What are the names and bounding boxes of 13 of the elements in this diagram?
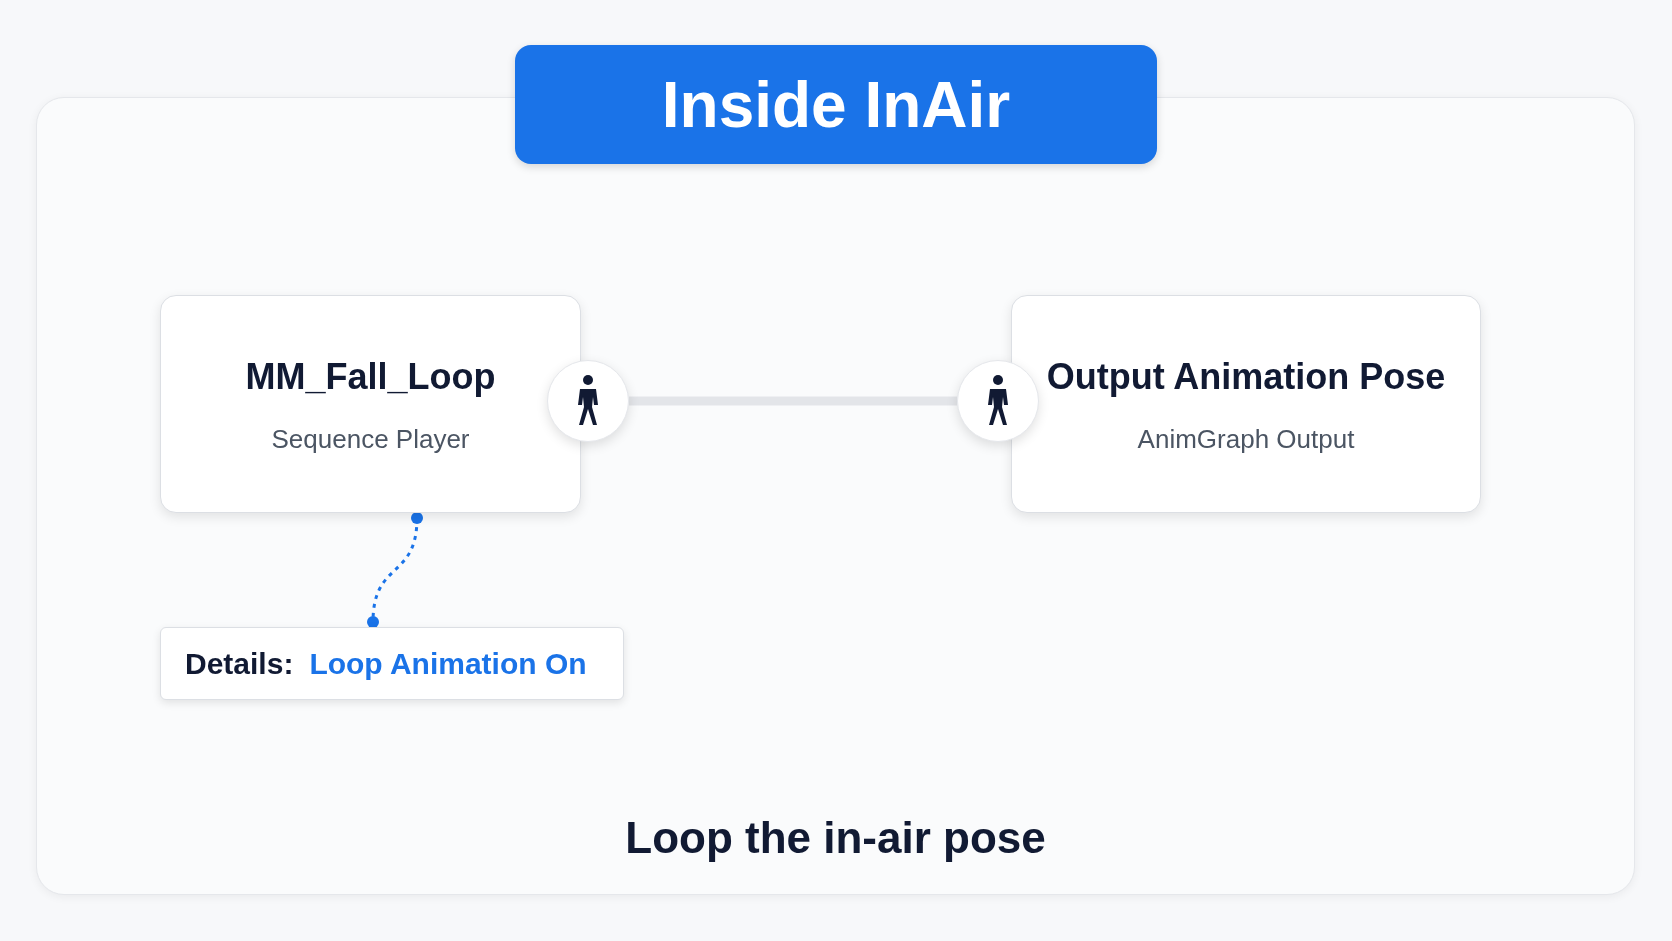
node-card	[160, 295, 581, 513]
node-card	[1011, 295, 1481, 513]
node-title: MM_Fall_Loop	[245, 354, 496, 399]
leader-line	[367, 512, 423, 628]
node-title: Output Animation Pose	[1046, 354, 1446, 399]
connector-line	[629, 396, 957, 406]
node-subtitle: AnimGraph Output	[1137, 422, 1355, 456]
details-label: Details:	[185, 646, 294, 682]
details-value: Loop Animation On	[309, 646, 587, 682]
details-box	[160, 627, 624, 700]
title-banner: Inside InAir	[515, 45, 1157, 164]
caption: Loop the in-air pose	[624, 812, 1047, 864]
node-subtitle: Sequence Player	[271, 422, 470, 456]
